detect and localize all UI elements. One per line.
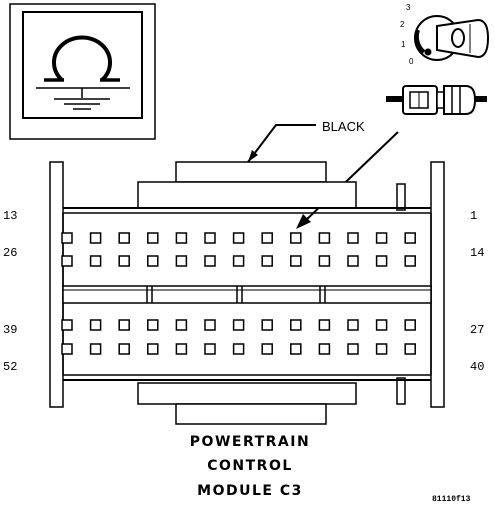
pin-cavity [204,343,216,355]
pin-cavity [61,343,73,355]
pin-cavity [404,255,416,267]
pin-label-1: 1 [470,209,477,223]
pin-cavity [318,232,331,244]
pin-cavity [147,232,159,244]
pin-cavity [204,232,216,244]
pin-cavity [232,232,245,244]
pin-cavity [204,319,216,331]
pin-cavity [404,232,416,244]
pin-cavity [375,255,388,267]
pin-cavity [147,343,159,355]
pin-cavity [318,255,331,267]
pin-cavity [290,319,302,331]
black-callout: BLACK [247,119,365,163]
pin-cavity [290,343,302,355]
pin-cavity [347,232,359,244]
pin-cavity [118,255,130,267]
pin-cavity [89,319,102,331]
pin-cavity [318,343,331,355]
pin-label-13: 13 [3,209,17,223]
pin-cavity [61,232,73,244]
pin-cavity [175,255,188,267]
ohm-ground-icon [9,3,156,140]
pin-cavity [290,232,302,244]
pin-cavity [261,232,273,244]
pin-cavity [118,232,130,244]
connector-title: POWERTRAIN CONTROL MODULE C3 [190,434,310,499]
pin-label-40: 40 [470,360,484,374]
pin-cavity [175,232,188,244]
ignition-key-icon: 3 2 1 0 [400,3,490,66]
pin-cavity [204,255,216,267]
pin-cavity-grid [61,232,416,355]
pin-cavity [61,255,73,267]
pin-cavity [375,232,388,244]
title-line-1: POWERTRAIN [190,434,310,450]
pin-cavity [89,232,102,244]
pin-cavity [347,255,359,267]
pin-cavity [347,343,359,355]
connector-plug-icon [386,85,487,115]
pin-cavity [61,319,73,331]
pin-cavity [89,343,102,355]
pin-label-39: 39 [3,323,17,337]
key-position-3: 3 [406,3,411,12]
pin-cavity [118,319,130,331]
pin-cavity [118,343,130,355]
pin-cavity [404,343,416,355]
callout-label: BLACK [322,119,365,134]
pin-cavity [232,255,245,267]
key-position-1: 1 [401,40,406,49]
figure-code: 81110f13 [432,495,471,504]
connector-body [49,161,445,425]
title-line-2: CONTROL [207,458,293,474]
pin-cavity [232,319,245,331]
pin-numbers: 13 1 26 14 39 27 52 40 [3,209,484,374]
pin-label-52: 52 [3,360,17,374]
pin-cavity [175,319,188,331]
pin-cavity [147,319,159,331]
pin-cavity [318,319,331,331]
key-position-0: 0 [409,57,414,66]
pin-cavity [89,255,102,267]
pin-cavity [261,343,273,355]
pin-cavity [232,343,245,355]
pin-cavity [375,319,388,331]
pin-cavity [147,255,159,267]
pin-cavity [261,319,273,331]
pin-cavity [375,343,388,355]
key-position-2: 2 [400,20,405,29]
pin-cavity [347,319,359,331]
pin-label-14: 14 [470,246,484,260]
pin-cavity [261,255,273,267]
pin-cavity [175,343,188,355]
pin-label-26: 26 [3,246,17,260]
pin-label-27: 27 [470,323,484,337]
pin-cavity [404,319,416,331]
title-line-3: MODULE C3 [197,483,303,499]
pin-cavity [290,255,302,267]
